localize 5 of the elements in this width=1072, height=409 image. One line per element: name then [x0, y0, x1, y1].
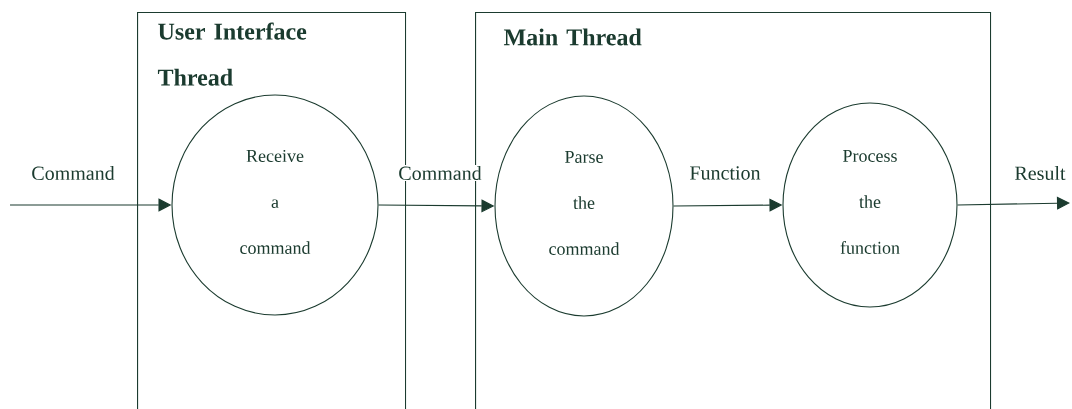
arrow	[957, 196, 1070, 210]
edge-label: Result	[1013, 164, 1067, 182]
edge-label: Command	[30, 164, 116, 182]
edge-label: Command	[397, 164, 483, 182]
edge-label: Function	[688, 165, 762, 181]
